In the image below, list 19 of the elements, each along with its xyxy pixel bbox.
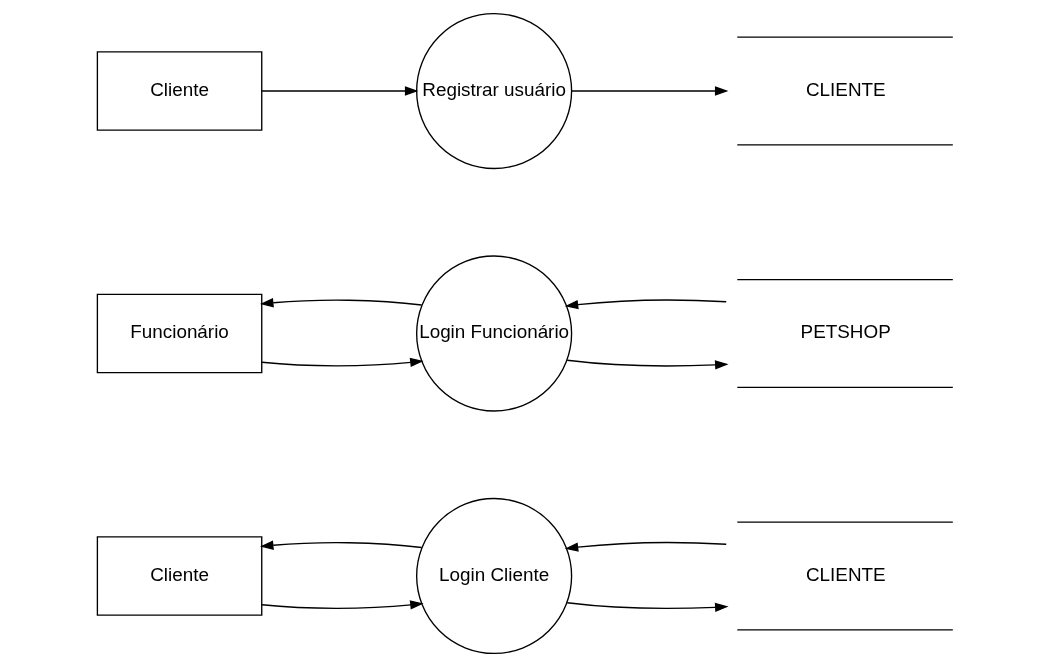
- arrow: [261, 86, 419, 96]
- arrow: [564, 542, 727, 552]
- node-circle: Login Funcionário: [416, 255, 573, 412]
- node-circle: Registrar usuário: [416, 12, 573, 170]
- node-circle: Login Cliente: [416, 497, 573, 655]
- node-box: Cliente: [96, 51, 263, 131]
- arrow: [566, 602, 729, 613]
- arrow: [566, 359, 729, 370]
- node-box: Cliente: [96, 536, 263, 616]
- node-text: CLIENTE: [805, 563, 886, 585]
- arrow: [260, 540, 423, 550]
- node-box: Funcionário: [96, 293, 263, 374]
- arrow: [260, 298, 423, 308]
- node-text: CLIENTE: [805, 79, 886, 100]
- arrow: [564, 299, 727, 310]
- arrow: [261, 357, 424, 368]
- arrow: [571, 86, 729, 96]
- node-text: PETSHOP: [800, 321, 891, 343]
- arrow: [261, 600, 424, 610]
